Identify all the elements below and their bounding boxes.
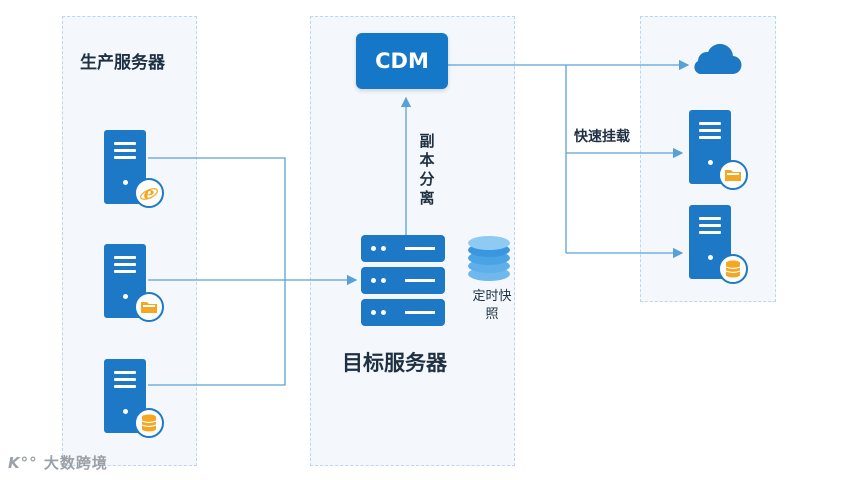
production-title: 生产服务器 (80, 53, 165, 73)
replica-label: 副本分离 (419, 132, 435, 207)
cloud-icon (694, 43, 742, 75)
target-server (361, 235, 445, 327)
svg-text:e: e (144, 184, 155, 203)
watermark-icon: K°° (8, 454, 44, 472)
disk-stack-icon (468, 236, 510, 281)
watermark-logo: K°° 大数跨境 (8, 452, 108, 473)
production-bus-line (148, 157, 286, 386)
database-icon (718, 254, 748, 284)
cdm-node: CDM (356, 33, 448, 89)
mount-label: 快速挂载 (574, 129, 630, 145)
folder-icon (134, 292, 164, 322)
target-title: 目标服务器 (342, 351, 447, 375)
folder-icon (718, 160, 748, 190)
ie-browser-icon: e (134, 178, 164, 208)
snapshot-label: 定时快照 (472, 289, 512, 322)
database-icon (134, 408, 164, 438)
watermark-text: 大数跨境 (43, 454, 108, 472)
